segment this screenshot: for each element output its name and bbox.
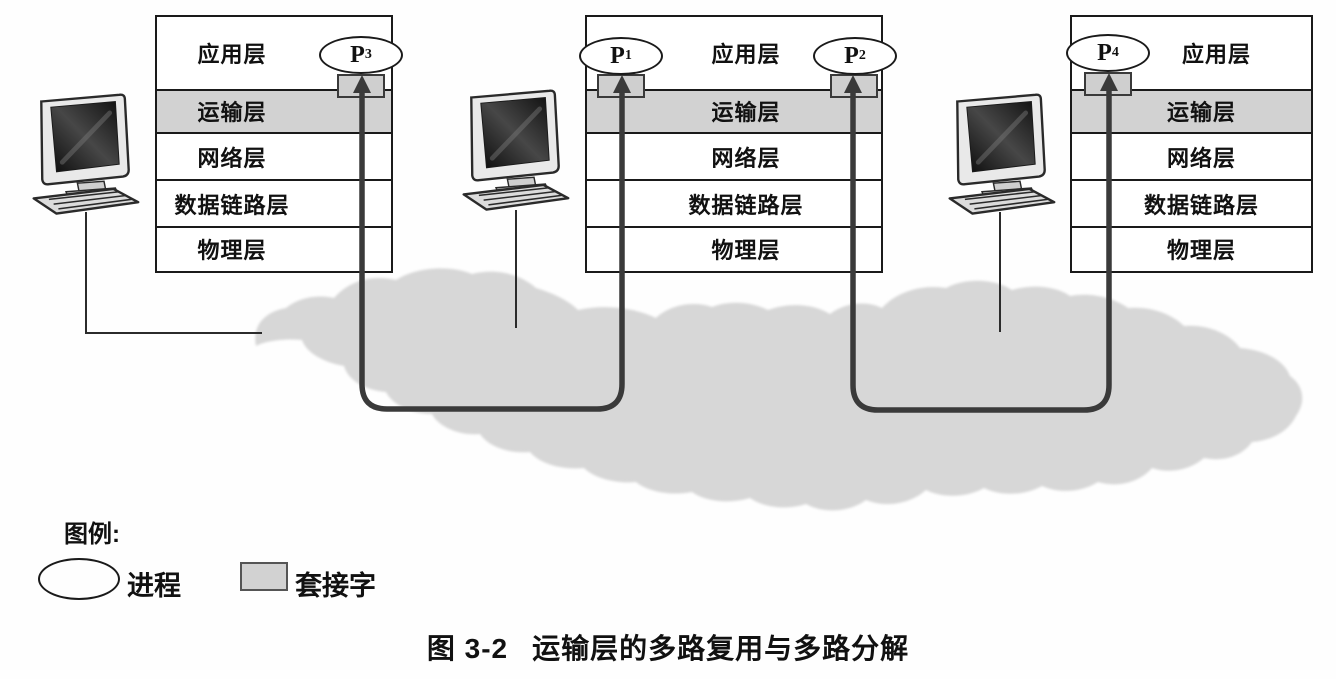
legend-socket-label: 套接字 [295,571,376,601]
layer-label: 应用层 [1181,41,1251,67]
legend-process-ellipse [38,558,120,600]
layer-physical: 物理层 [587,225,881,271]
layer-label: 数据链路层 [688,192,804,218]
legend-process-label: 进程 [127,571,181,601]
layer-label: 网络层 [1166,145,1236,171]
layer-label: 网络层 [711,145,781,171]
layer-network: 网络层 [1072,132,1311,179]
computer-icon-right [950,95,1054,214]
layer-datalink: 数据链路层 [157,179,391,225]
layer-label: 物理层 [711,238,781,264]
process-label: P [844,42,859,69]
computer-icon-middle [464,91,569,210]
legend-socket-swatch [240,562,288,591]
layer-label: 数据链路层 [1143,192,1259,218]
socket-p2 [830,74,878,98]
layer-network: 网络层 [157,132,391,179]
layer-label: 数据链路层 [174,192,290,218]
layer-label: 应用层 [197,41,267,67]
layer-label: 运输层 [197,100,267,126]
layer-label: 应用层 [711,41,781,67]
layer-physical: 物理层 [157,225,391,271]
computer-icon-left [34,95,139,214]
layer-transport: 运输层 [157,88,391,133]
socket-p1 [597,74,645,98]
figure-caption: 图 3-2 运输层的多路复用与多路分解 [0,627,1336,667]
layer-label: 物理层 [197,238,267,264]
socket-p4 [1084,72,1132,96]
process-label: P [610,42,625,69]
figure-title: 运输层的多路复用与多路分解 [532,633,910,664]
figure-number: 图 3-2 [426,633,509,664]
protocol-stack-left: 应用层 运输层 网络层 数据链路层 物理层 [155,15,393,273]
layer-network: 网络层 [587,132,881,179]
layer-transport: 运输层 [1072,88,1311,133]
socket-p3 [337,74,385,98]
legend-heading: 图例: [64,521,120,548]
cable-left-host [85,212,262,334]
layer-label: 网络层 [197,145,267,171]
layer-datalink: 数据链路层 [587,179,881,225]
layer-application: 应用层 [1072,17,1311,89]
network-cloud [255,268,1303,511]
layer-datalink: 数据链路层 [1072,179,1311,225]
process-label: P [1097,39,1112,66]
layer-application: 应用层 [587,17,881,89]
layer-label: 运输层 [1166,100,1236,126]
layer-label: 物理层 [1166,238,1236,264]
layer-label: 运输层 [711,100,781,126]
layer-application: 应用层 [157,17,391,89]
layer-physical: 物理层 [1072,225,1311,271]
process-label: P [350,41,365,68]
